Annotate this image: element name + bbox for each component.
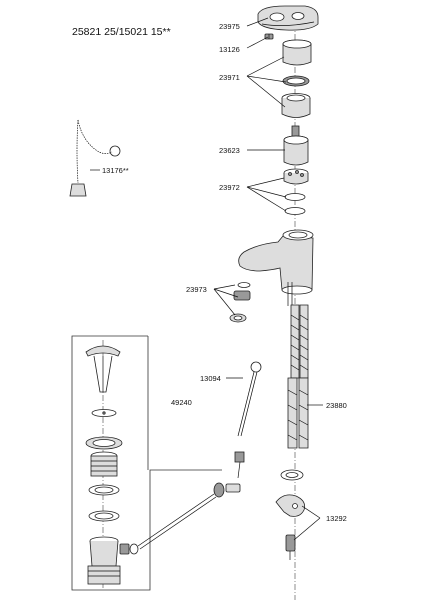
model-number-title: 25821 25/15021 15** [72,26,171,38]
part-label-13126: 13126 [219,45,240,54]
part-label-23975: 23975 [219,22,240,31]
cartridge-part [283,125,309,166]
mounting-ring-part [280,469,304,481]
o-rings-part [284,193,306,215]
lift-rod-part [137,361,262,550]
part-label-23973: 23973 [186,285,207,294]
part-label-13094: 13094 [200,374,221,383]
part-label-23971: 23971 [219,73,240,82]
seal-disc-part [283,168,309,185]
leader-lines [90,17,323,541]
part-label-49240: 49240 [171,398,192,407]
bonnet-nut-part [281,93,311,118]
aerator-part [229,282,251,323]
drain-assembly-frame [71,335,222,591]
cap-sleeve-part [282,39,312,66]
fixing-set-part [275,494,306,560]
part-label-23972: 23972 [219,183,240,192]
part-label-23880: 23880 [326,401,347,410]
faucet-body [238,229,314,306]
flex-hoses-part [287,304,309,449]
lever-handle-part [257,5,319,31]
part-label-13292: 13292 [326,514,347,523]
chain-stopper-part [69,119,121,197]
part-label-13176: 13176** [102,166,129,175]
part-label-23623: 23623 [219,146,240,155]
toothed-ring-part [282,75,310,87]
popup-waste-parts [85,340,139,590]
